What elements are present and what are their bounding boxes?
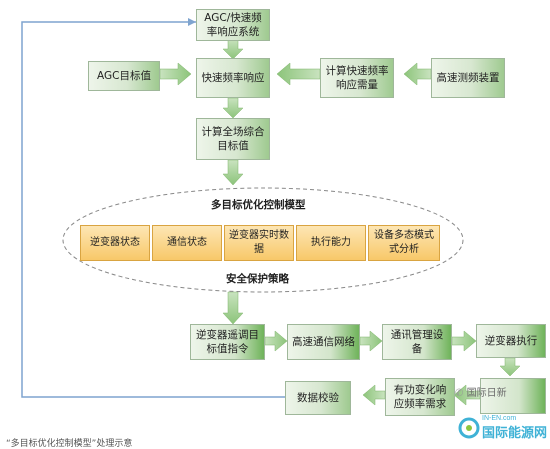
calc-demand-box: 计算快速频率响应需量 [320,58,394,98]
agc-target-box: AGC目标值 [88,61,160,91]
arrow-target-to-fastresp [159,62,192,86]
arrow-model-to-dispatch [222,291,244,325]
inverter-execute-box: 逆变器执行 [476,324,546,358]
factor-inverter-realtime: 逆变器实时数据 [224,225,294,261]
brand-logo-icon [458,417,480,439]
wechat-watermark: ✆ 国际日新 [455,384,507,399]
factor-comm-status-label: 通信状态 [167,237,207,248]
active-power-demand-label: 有功变化响应频率需求 [393,384,447,410]
arrow-calc-to-model [222,159,244,186]
arrow-comm-to-execute [451,330,477,352]
optimization-model-ellipse [62,187,464,293]
comm-management-box: 通讯管理设备 [382,324,452,360]
arrow-execute-to-demand [453,384,481,406]
inverter-dispatch-box: 逆变器遥调目标值指令 [190,324,265,360]
fast-freq-response-label: 快速频率响应 [201,72,265,84]
arrow-demand-to-check [362,384,386,406]
agc-system-box: AGC/快速频率响应系统 [196,9,270,41]
arrow-network-to-comm [359,330,383,352]
agc-target-label: AGC目标值 [97,70,151,82]
wechat-icon: ✆ [455,388,464,399]
high-speed-network-label: 高速通信网络 [292,336,355,348]
arrow-demand-to-fastresp [276,62,321,86]
agc-system-label: AGC/快速频率响应系统 [204,12,262,38]
factor-execution-capability: 执行能力 [296,225,366,261]
figure-caption: “多目标优化控制模型”处理示意 [6,439,133,449]
factor-multistate-analysis: 设备多态模式式分析 [368,225,440,261]
data-check-label: 数据校验 [297,392,339,404]
arrow-execute-down [499,357,521,377]
calc-plant-target-label: 计算全场综合目标值 [201,126,265,152]
inverter-execute-lower-box [480,378,546,414]
arrow-agc-to-fastresp [222,38,244,60]
factor-inverter-status-label: 逆变器状态 [90,237,140,248]
high-speed-measure-label: 高速测频装置 [436,72,500,84]
data-check-box: 数据校验 [285,381,351,415]
fast-freq-response-box: 快速频率响应 [196,58,270,98]
arrow-measure-to-demand [403,62,432,86]
active-power-demand-box: 有功变化响应频率需求 [385,378,455,416]
inverter-dispatch-label: 逆变器遥调目标值指令 [196,329,259,355]
high-speed-measure-box: 高速测频装置 [431,58,505,98]
feedback-loop-line [21,21,285,398]
calc-demand-label: 计算快速频率响应需量 [325,65,389,91]
arrow-dispatch-to-network [264,330,288,352]
feedback-loop-arrowhead [188,18,196,26]
factor-inverter-status: 逆变器状态 [80,225,150,261]
calc-plant-target-box: 计算全场综合目标值 [196,118,270,160]
factor-multistate-analysis-label: 设备多态模式式分析 [374,230,434,255]
arrow-fastresp-to-calc [222,97,244,119]
comm-management-label: 通讯管理设备 [390,329,444,355]
factor-inverter-realtime-label: 逆变器实时数据 [229,230,289,255]
safety-title: 安全保护策略 [226,273,289,285]
brand-watermark: IN-EN.com 国际能源网 [458,415,547,441]
high-speed-network-box: 高速通信网络 [287,324,360,360]
model-title: 多目标优化控制模型 [211,199,306,211]
factor-execution-capability-label: 执行能力 [311,237,351,248]
brand-domain-text: IN-EN.com [482,415,517,422]
inverter-execute-label: 逆变器执行 [484,335,538,347]
wechat-watermark-text: 国际日新 [466,388,507,399]
factor-comm-status: 通信状态 [152,225,222,261]
brand-name-text: 国际能源网 [482,426,548,441]
